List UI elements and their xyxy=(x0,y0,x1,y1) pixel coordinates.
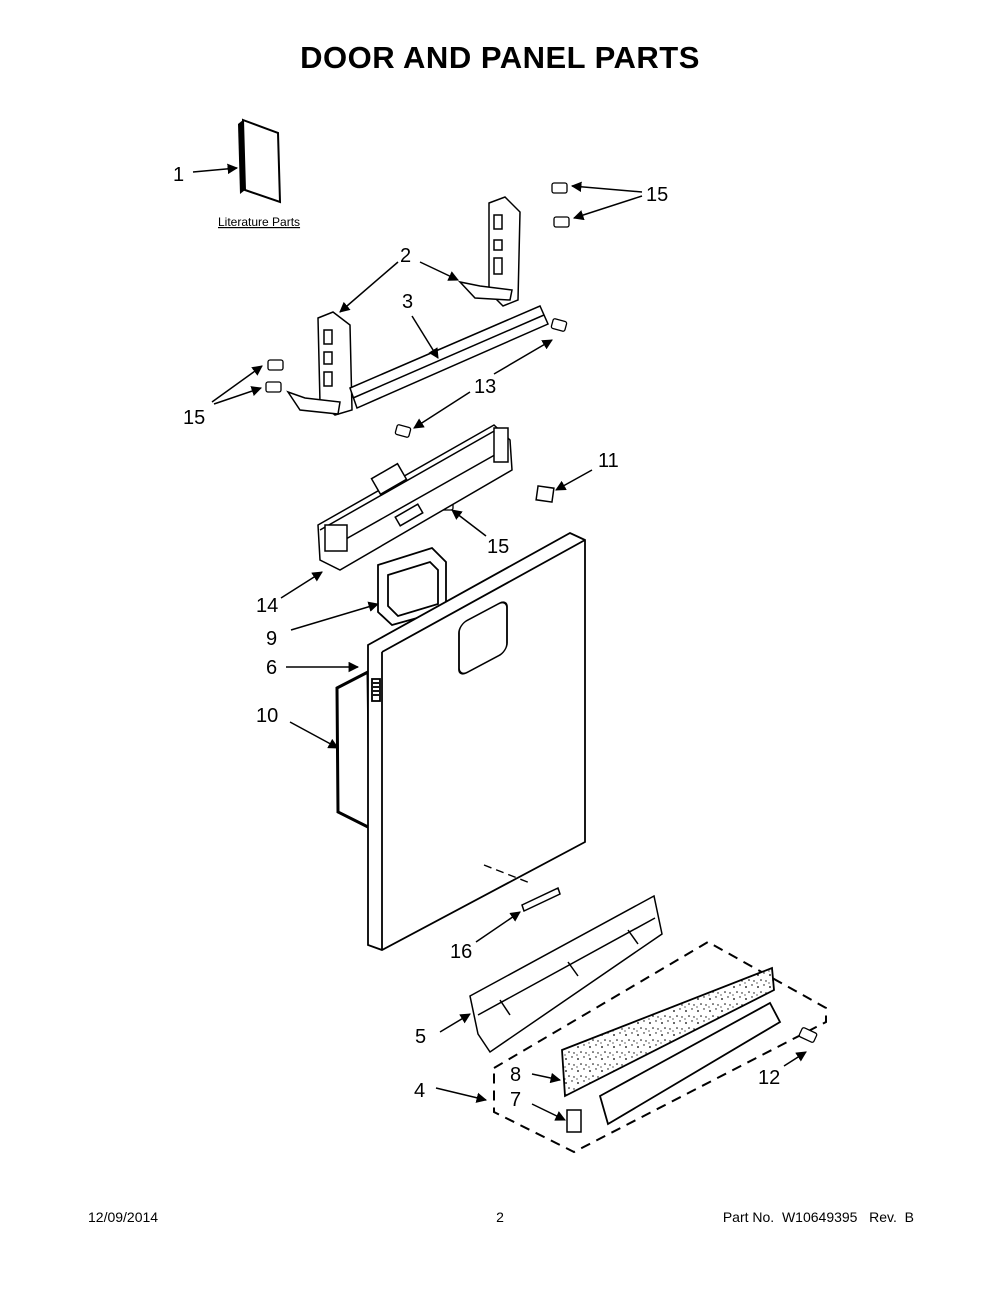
callout-15-top: 15 xyxy=(646,184,668,206)
callout-3: 3 xyxy=(402,291,413,313)
foam-insulation-part xyxy=(561,966,775,1098)
callout-15-left: 15 xyxy=(183,407,205,429)
hinge-bracket-left-part xyxy=(286,311,353,416)
page-title: DOOR AND PANEL PARTS xyxy=(300,40,700,75)
callout-7: 7 xyxy=(510,1089,521,1111)
strip-screw-parts xyxy=(394,318,568,438)
callout-13: 13 xyxy=(474,376,496,398)
outer-door-panel-part xyxy=(367,531,586,951)
leader-lines xyxy=(192,163,807,1121)
toe-kick-bracket-part xyxy=(469,894,663,1054)
footer-part-number: Part No. W10649395 Rev. B xyxy=(722,1209,914,1225)
toe-clip-part xyxy=(566,1109,582,1133)
callout-5: 5 xyxy=(415,1026,426,1048)
door-cap-strip-part xyxy=(349,305,549,410)
hinge-bracket-right-part xyxy=(457,196,521,307)
toe-screw-part xyxy=(798,1027,818,1043)
nameplate-part xyxy=(521,886,561,913)
callout-15-mid: 15 xyxy=(487,536,509,558)
dispenser-frame-part xyxy=(377,546,447,627)
literature-parts-label: Literature Parts xyxy=(218,215,300,229)
callout-1: 1 xyxy=(173,164,184,186)
callout-11: 11 xyxy=(598,450,619,472)
insulation-sheet-part xyxy=(335,669,372,831)
control-console-part xyxy=(317,424,513,571)
toe-panel-part xyxy=(598,1001,782,1126)
callout-8: 8 xyxy=(510,1064,521,1086)
callout-16: 16 xyxy=(450,941,472,963)
callout-6: 6 xyxy=(266,657,277,679)
hinge-screw-parts xyxy=(265,182,570,511)
callout-14: 14 xyxy=(256,595,278,617)
callout-4: 4 xyxy=(414,1080,425,1102)
clip-part xyxy=(535,485,555,503)
footer-date: 12/09/2014 xyxy=(88,1209,159,1225)
toe-panel-assembly-outline xyxy=(493,940,827,1154)
callout-2: 2 xyxy=(400,245,411,267)
footer-page-number: 2 xyxy=(496,1209,504,1225)
callout-12: 12 xyxy=(758,1067,780,1089)
callout-9: 9 xyxy=(266,628,277,650)
callout-numbers: 1 2 3 15 15 13 11 15 14 9 6 10 16 5 4 8 … xyxy=(173,164,780,1111)
literature-booklet-part xyxy=(238,118,282,204)
callout-10: 10 xyxy=(256,705,278,727)
